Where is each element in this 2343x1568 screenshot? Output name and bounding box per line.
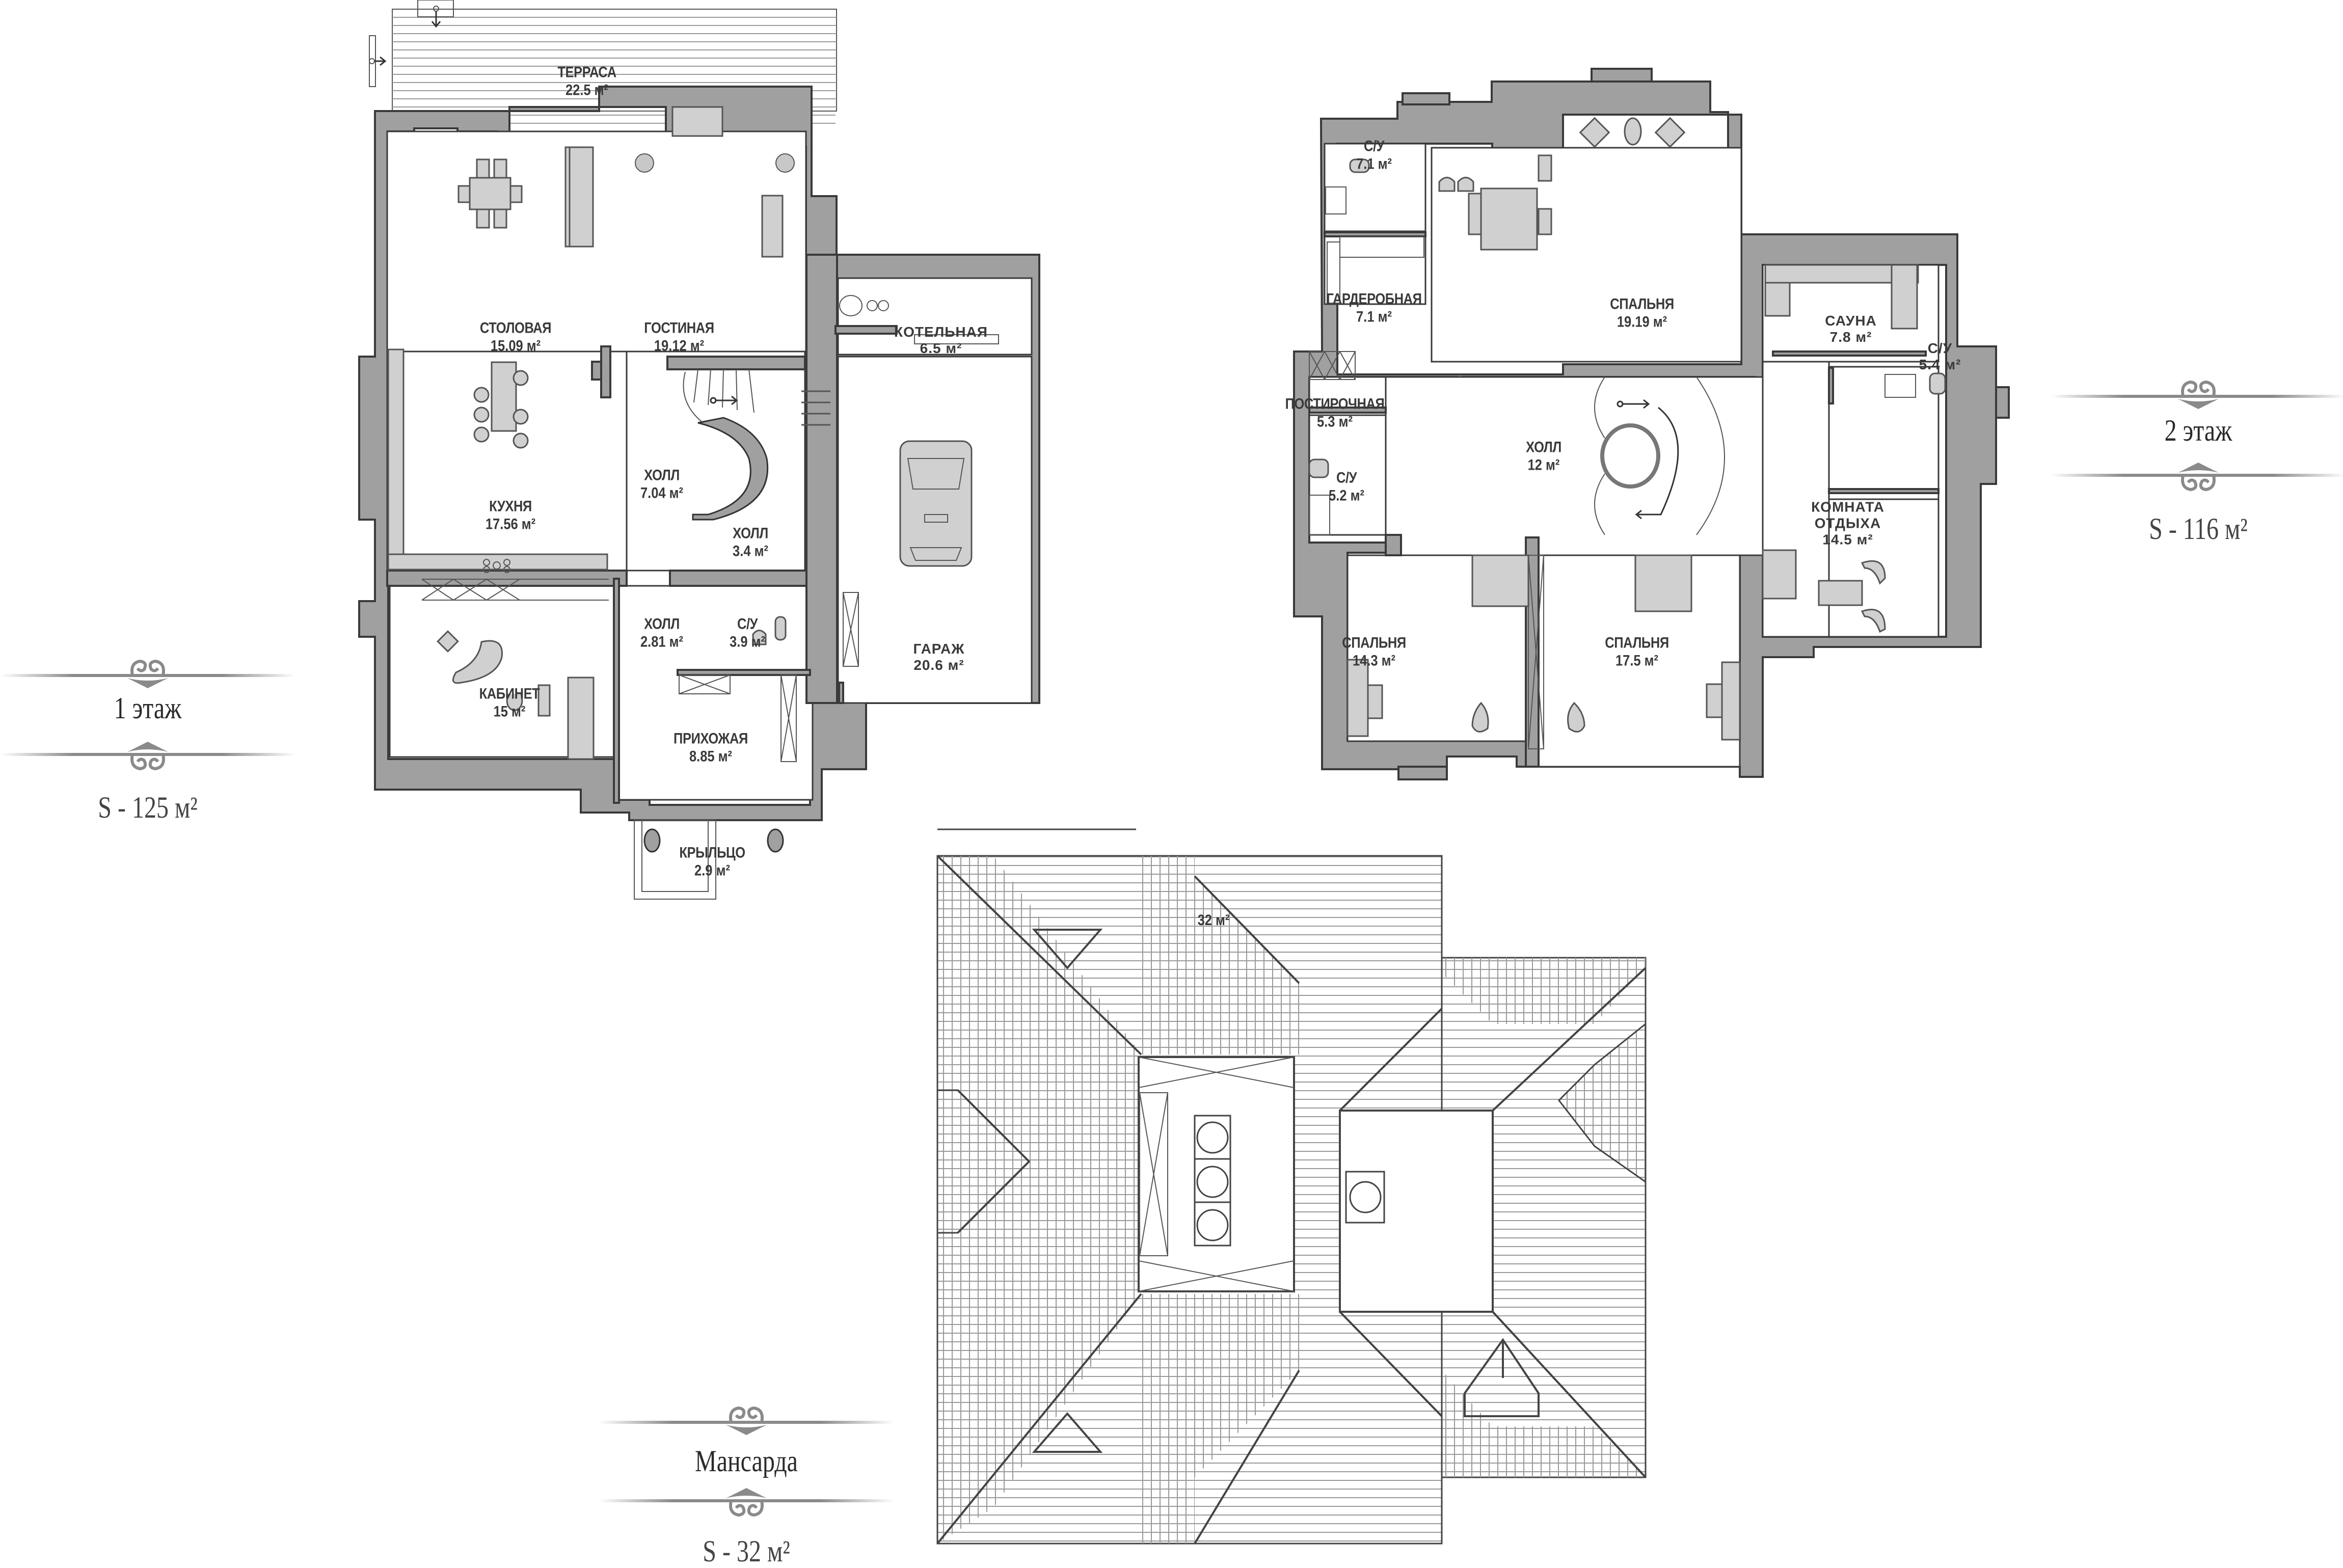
lounge-furniture-icon [1762,549,1886,633]
porch [634,820,784,900]
sauna-bench-icon [1764,264,1919,330]
floor2-area-block: S - 116 м² [2051,513,2343,544]
boiler-icon [839,295,889,316]
shower-icon [1309,186,1916,535]
floor1-area-block: S - 125 м² [0,792,295,823]
attic-roof-plan [936,828,1647,1545]
attic-title: Мансарда [695,1444,798,1478]
floor2-plan [1293,68,2010,780]
staircase-icon [683,369,830,521]
desk-icon [421,579,609,760]
chimney-icon-2 [1345,1171,1385,1224]
bed-icon [1468,154,1692,612]
wardrobe-icon-2 [1309,236,1544,749]
room-attic: 32 м² [1197,911,1230,929]
floor1-title: 1 этаж [114,691,182,725]
car-icon [899,440,973,567]
entry-arrow-icon [369,6,441,66]
sofa-icon [564,106,784,258]
attic-area-block: S - 32 м² [599,1536,894,1566]
desk-chair-icon [1346,659,1741,741]
attic-title-block: Мансарда [599,1446,894,1476]
sink-icon [1438,177,1474,192]
staircase-icon-2 [1594,376,1725,535]
attic-room [1138,1056,1295,1292]
attic-total-area: S - 32 м² [703,1534,790,1568]
floor1-plan [358,0,1040,900]
toilet-icon-2 [1308,158,1946,478]
plant-icon [635,153,795,173]
floor2-total-area: S - 116 м² [2149,512,2248,546]
dining-table-icon [457,158,523,229]
stove-icon [483,559,510,573]
kitchen-island-icon [387,348,608,571]
floor1-title-block: 1 этаж [0,693,295,723]
armchair-icon [1579,117,1686,148]
floor2-title: 2 этаж [2164,414,2232,447]
floor1-total-area: S - 125 м² [98,791,198,824]
toilet-icon [752,616,787,645]
chimney-icon [1194,1115,1231,1247]
wardrobe-icon [679,334,999,762]
floor2-title-block: 2 этаж [2051,415,2343,446]
